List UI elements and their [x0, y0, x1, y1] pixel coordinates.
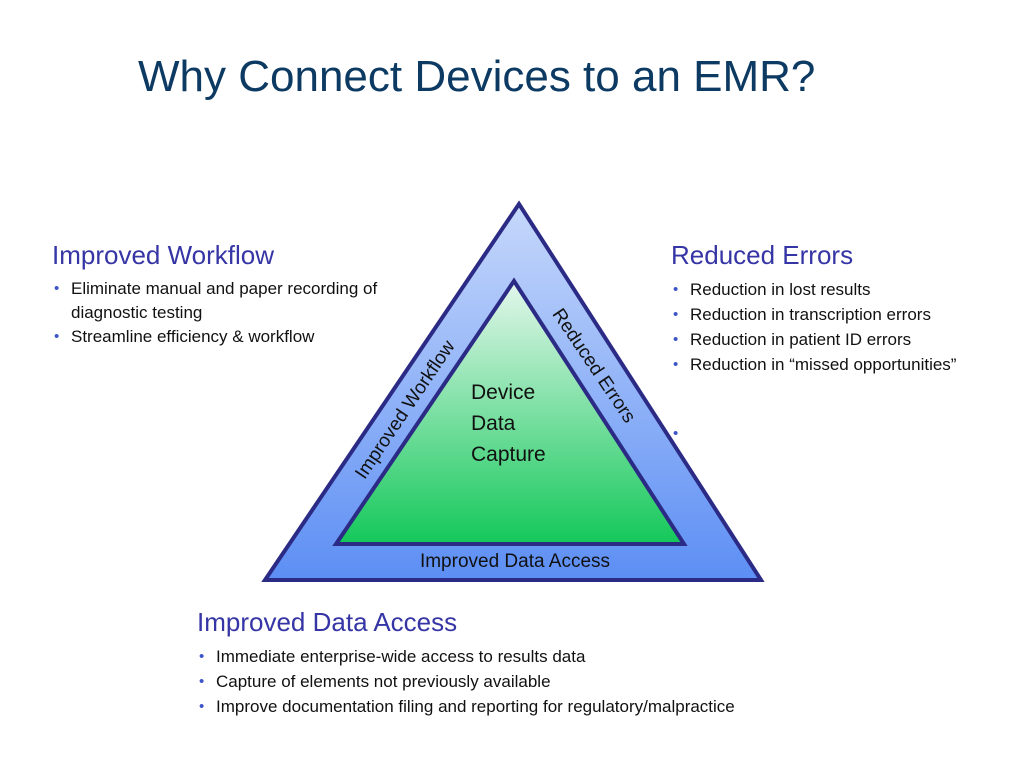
list-item: Eliminate manual and paper recording of … [52, 277, 452, 325]
list-item: Reduction in “missed opportunities” [671, 352, 1016, 377]
reduced-errors-section: Reduced Errors Reduction in lost results… [671, 240, 1016, 377]
improved-workflow-section: Improved Workflow Eliminate manual and p… [52, 240, 452, 349]
bottom-side-label: Improved Data Access [420, 551, 610, 572]
inner-triangle [332, 277, 688, 546]
reduced-errors-heading: Reduced Errors [671, 240, 854, 270]
page-title: Why Connect Devices to an EMR? [138, 52, 816, 101]
center-label-line-1: Device [471, 381, 535, 404]
improved-data-access-list: Immediate enterprise-wide access to resu… [197, 644, 897, 719]
empty-bullet-marker: • [673, 425, 679, 442]
improved-data-access-section: Improved Data Access Immediate enterpris… [197, 607, 897, 719]
list-item: Capture of elements not previously avail… [197, 669, 897, 694]
center-label-line-2: Data [471, 412, 516, 435]
improved-workflow-list: Eliminate manual and paper recording of … [52, 277, 452, 349]
reduced-errors-list: Reduction in lost results Reduction in t… [671, 277, 1016, 377]
list-item: Improve documentation filing and reporti… [197, 694, 897, 719]
list-item: Reduction in transcription errors [671, 302, 1016, 327]
list-item: Reduction in patient ID errors [671, 327, 1016, 352]
list-item: Reduction in lost results [671, 277, 1016, 302]
center-label-line-3: Capture [471, 443, 546, 466]
improved-data-access-heading: Improved Data Access [197, 607, 458, 637]
list-item: Immediate enterprise-wide access to resu… [197, 644, 897, 669]
improved-workflow-heading: Improved Workflow [52, 240, 275, 270]
list-item: Streamline efficiency & workflow [52, 325, 452, 349]
